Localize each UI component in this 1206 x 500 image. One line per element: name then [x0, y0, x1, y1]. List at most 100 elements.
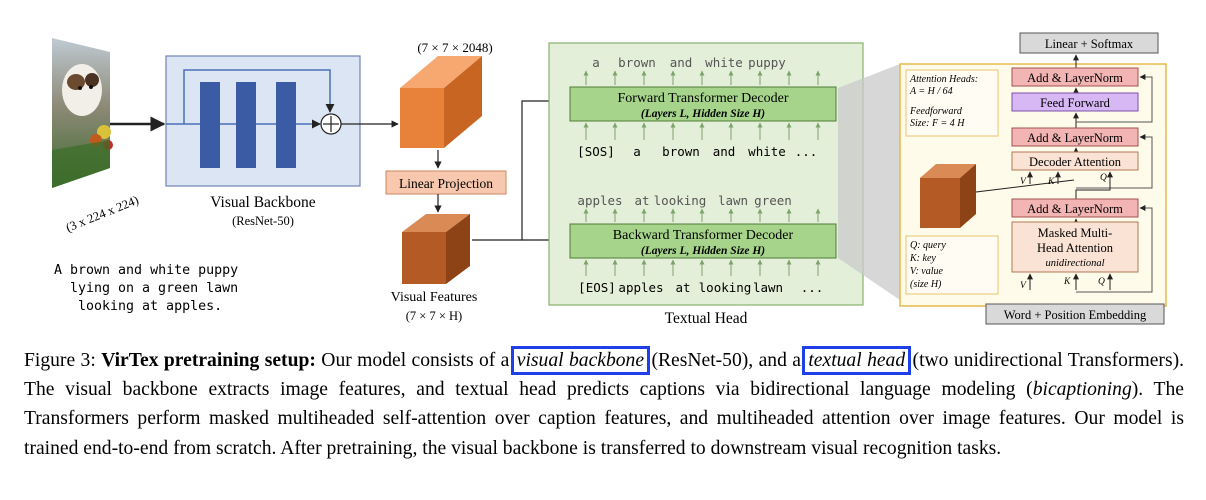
note-q: Q: query — [910, 240, 946, 251]
note-ff-1: Feedforward — [909, 106, 963, 117]
bwd-in-token: at — [675, 280, 690, 295]
word-position-embedding-label: Word + Position Embedding — [1004, 308, 1147, 322]
fwd-out-token: and — [670, 55, 693, 70]
note-k: K: key — [909, 253, 936, 264]
forward-input-tokens: [SOS] a brown and white... — [577, 144, 817, 159]
residual-attn — [1076, 134, 1153, 189]
forward-decoder-subtitle: (Layers L, Hidden Size H) — [641, 108, 765, 120]
input-caption-line-3: looking at apples. — [78, 299, 222, 314]
bwd-out-token: lawn — [718, 193, 748, 208]
masked-attention-q: Q — [1098, 277, 1105, 287]
add-norm-label-2: Add & LayerNorm — [1027, 131, 1123, 145]
fwd-in-token: brown — [662, 144, 700, 159]
backward-decoder-subtitle: (Layers L, Hidden Size H) — [641, 245, 765, 257]
fwd-out-token: white — [705, 55, 743, 70]
decoder-attention-k: K — [1047, 177, 1055, 187]
caption-text-2: (ResNet-50), and a — [646, 350, 807, 371]
detail-visual-features-cube — [920, 164, 976, 228]
visual-features-dims: (7 × 7 × H) — [406, 309, 462, 323]
highlight-visual-backbone: visual backbone — [510, 346, 651, 375]
residual-masked — [1076, 205, 1153, 293]
visual-features-cube — [402, 214, 470, 284]
virtex-figure: (3 x 224 x 224) A brown and white puppy … — [52, 32, 1167, 327]
note-heads-1: Attention Heads: — [909, 74, 978, 85]
fwd-in-token: white — [748, 144, 786, 159]
caption-bold-title: VirTex pretraining setup: — [101, 350, 316, 371]
bwd-out-token: apples — [577, 193, 622, 208]
highlight-textual-head: textual head — [802, 346, 912, 375]
bwd-in-token: apples — [618, 280, 663, 295]
decoder-attention-q: Q — [1100, 173, 1107, 183]
masked-attention-box — [1011, 221, 1139, 273]
caption-label: Figure 3: — [24, 350, 102, 371]
backward-decoder-title: Backward Transformer Decoder — [613, 228, 794, 243]
input-caption-line-1: A brown and white puppy — [54, 263, 238, 278]
add-norm-label-1: Add & LayerNorm — [1027, 202, 1123, 216]
bwd-in-token: looking — [699, 280, 752, 295]
resnet-block-2 — [236, 82, 256, 168]
bwd-in-token: lawn — [753, 280, 783, 295]
input-caption-line-2: lying on a green lawn — [70, 281, 238, 296]
decoder-attention-label: Decoder Attention — [1029, 155, 1122, 169]
resnet-block-3 — [276, 82, 296, 168]
fwd-in-token: a — [633, 144, 641, 159]
forward-decoder-title: Forward Transformer Decoder — [617, 91, 788, 106]
masked-attention-line-3: unidirectional — [1045, 258, 1104, 269]
caption-text-1: Our model consists of a — [315, 350, 515, 371]
masked-attention-line-1: Masked Multi- — [1038, 226, 1113, 240]
zoom-projection — [838, 64, 900, 300]
linear-softmax-box — [1019, 32, 1159, 54]
fwd-in-token: ... — [795, 144, 818, 159]
add-norm-label-3: Add & LayerNorm — [1027, 71, 1123, 85]
backbone-subtitle: (ResNet-50) — [232, 214, 294, 228]
feature-cube — [400, 56, 482, 148]
linear-projection-label: Linear Projection — [399, 176, 493, 191]
caption-text-4: ). The Transformers perform masked multi… — [24, 379, 1184, 459]
arrow-to-forward-decoder — [472, 97, 569, 241]
add-norm-box-2 — [1011, 127, 1139, 147]
feed-forward-label: Feed Forward — [1040, 96, 1111, 110]
note-ff-2: Size: F = 4 H — [910, 118, 965, 129]
residual-ff — [1076, 74, 1153, 123]
visual-features-title: Visual Features — [391, 290, 478, 305]
fwd-in-token: and — [713, 144, 736, 159]
bwd-out-token: green — [754, 193, 792, 208]
note-size: (size H) — [910, 279, 942, 290]
fwd-out-token: a — [592, 55, 600, 70]
note-heads-2: A = H / 64 — [909, 86, 953, 97]
input-dims: (3 x 224 x 224) — [64, 193, 141, 235]
bwd-in-token: ... — [801, 280, 824, 295]
textual-head-title: Textual Head — [665, 310, 748, 327]
note-box-qkv — [905, 235, 999, 295]
add-norm-box-3 — [1011, 67, 1139, 87]
decoder-attention-box — [1011, 151, 1139, 171]
note-box-heads — [905, 69, 999, 137]
resnet-block-1 — [200, 82, 220, 168]
masked-attention-k: K — [1063, 277, 1071, 287]
caption-bicaptioning: bicaptioning — [1032, 379, 1132, 401]
fwd-out-token: brown — [618, 55, 656, 70]
feed-forward-box — [1011, 92, 1139, 112]
figure-caption: Figure 3: VirTex pretraining setup: Our … — [24, 346, 1184, 463]
feature-dims: (7 × 7 × 2048) — [417, 40, 492, 55]
fwd-out-token: puppy — [748, 55, 786, 70]
bwd-in-token: [EOS] — [578, 280, 616, 295]
fwd-in-token: [SOS] — [577, 144, 615, 159]
backward-decoder-box — [569, 223, 837, 259]
textual-head-box — [548, 42, 864, 306]
bwd-out-token: looking — [654, 193, 707, 208]
word-position-embedding-box — [985, 303, 1165, 325]
skip-connection — [183, 69, 335, 124]
add-norm-box-1 — [1011, 198, 1139, 218]
input-image — [52, 38, 113, 188]
masked-attention-v: V — [1020, 281, 1027, 291]
linear-softmax-label: Linear + Softmax — [1045, 37, 1134, 51]
backbone-title: Visual Backbone — [210, 194, 316, 211]
linear-projection-box — [385, 170, 507, 195]
masked-attention-line-2: Head Attention — [1037, 241, 1114, 255]
forward-decoder-box — [569, 86, 837, 122]
note-v: V: value — [910, 266, 944, 277]
forward-output-tokens: a brown and white puppy — [592, 55, 786, 70]
